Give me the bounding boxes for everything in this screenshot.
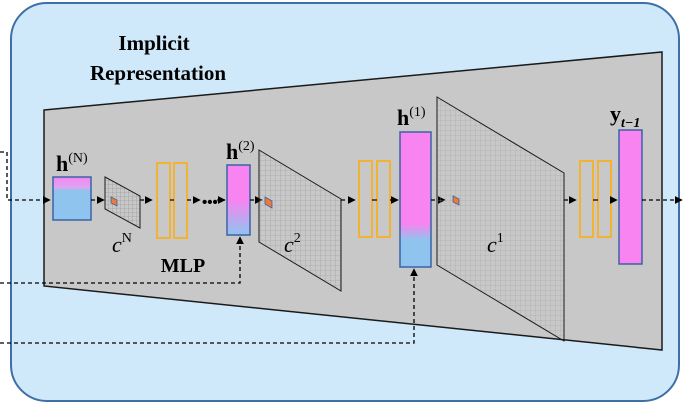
label-c2: c2 <box>284 231 301 257</box>
label-c1: c1 <box>487 231 504 257</box>
ellipsis: ••• <box>202 194 218 211</box>
title-line-2: Representation <box>90 61 226 85</box>
grid-cN-cell <box>110 196 118 207</box>
grid-c1 <box>436 96 565 342</box>
feature-hN <box>52 176 92 221</box>
grid-cN <box>104 176 141 229</box>
mlp-layer-3a <box>579 160 594 238</box>
mlp-layer-2a <box>358 160 373 238</box>
mlp-layer-2b <box>376 160 391 238</box>
grid-c2-cell <box>264 196 273 209</box>
title-line-1: Implicit <box>118 31 189 55</box>
label-y: yt−1 <box>610 101 640 131</box>
grid-c2 <box>258 149 342 292</box>
input-arrow <box>0 151 51 204</box>
label-cN: cN <box>112 231 132 257</box>
label-hN: h(N) <box>56 151 88 176</box>
conditioning-arrow-h2 <box>0 236 244 284</box>
output-y <box>618 129 643 265</box>
conditioning-arrow-h1 <box>0 268 418 344</box>
label-h1: h(1) <box>397 105 426 130</box>
feature-h1 <box>399 131 432 268</box>
label-h2: h(2) <box>226 139 255 164</box>
grid-c1-cell <box>452 195 460 206</box>
feature-h2 <box>226 164 251 236</box>
mlp-label: MLP <box>161 255 205 277</box>
